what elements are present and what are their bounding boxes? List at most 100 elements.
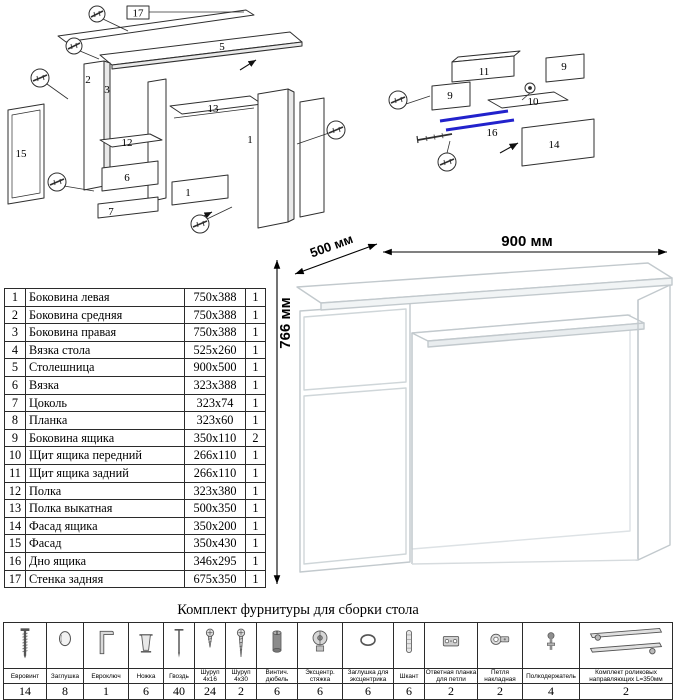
part-qty: 1 xyxy=(245,569,266,589)
screw-callout-icon xyxy=(437,152,457,172)
back-wall-panel xyxy=(57,9,255,43)
assembled-desk-view: 900 мм 500 мм 766 мм xyxy=(273,233,673,584)
hex-key-icon xyxy=(83,622,129,669)
drawer-side-panel-left xyxy=(431,81,471,111)
hw-item-label: Петля накладная xyxy=(477,667,523,685)
part-size: 500x350 xyxy=(184,499,246,518)
part-size: 350x430 xyxy=(184,534,246,553)
hw-item-label: Шкант xyxy=(393,667,425,685)
part-number-labels: 17 5 2 3 13 12 6 7 15 1 1 11 9 9 10 16 1… xyxy=(16,8,568,219)
part-qty: 1 xyxy=(245,534,266,553)
hw-item-qty: 6 xyxy=(256,683,298,700)
far-right-panel xyxy=(299,97,325,218)
dowel-callout-icon xyxy=(524,82,536,94)
part-size: 323x380 xyxy=(184,481,246,501)
part-qty: 1 xyxy=(245,463,266,483)
hw-item-qty: 2 xyxy=(225,683,257,700)
part-size: 350x200 xyxy=(184,516,246,536)
long-screw-icon xyxy=(416,133,453,144)
hw-item-qty: 2 xyxy=(424,683,478,700)
hw-item-qty: 6 xyxy=(297,683,343,700)
hw-icon-row xyxy=(3,622,673,669)
part-qty: 1 xyxy=(245,411,266,430)
part-label: 11 xyxy=(479,66,490,78)
screw-callout-icon xyxy=(65,37,83,55)
hardware-kit-title: Комплект фурнитуры для сборки стола xyxy=(177,602,419,618)
part-name: Боковина средняя xyxy=(25,305,185,325)
nail-icon xyxy=(163,622,195,669)
part-label: 7 xyxy=(108,206,114,218)
part-name: Боковина ящика xyxy=(25,428,185,448)
part-size: 750x388 xyxy=(184,323,246,342)
part-label: 3 xyxy=(104,84,110,96)
exploded-view-diagrams: 17 5 2 3 13 12 6 7 15 1 1 11 9 9 10 16 1… xyxy=(7,5,595,234)
part-label: 16 xyxy=(487,127,499,139)
desk-back-panel xyxy=(411,314,631,550)
hw-item-qty: 14 xyxy=(3,683,47,700)
part-number: 11 xyxy=(4,463,26,483)
hw-item-label: Заглушка для эксцентрика xyxy=(342,667,394,685)
screw-callout-icon xyxy=(88,5,106,23)
part-qty: 1 xyxy=(245,323,266,342)
dimension-lines xyxy=(273,243,667,584)
wood-screw-4x16-icon xyxy=(194,622,226,669)
roller-rails-icon xyxy=(579,622,673,669)
part-size: 350x110 xyxy=(184,428,246,448)
plinth-panel xyxy=(97,196,159,219)
hw-item-label: Заглушка xyxy=(46,667,84,685)
screw-callout-icon xyxy=(326,120,346,140)
part-number: 5 xyxy=(4,358,26,377)
door-panel xyxy=(7,103,45,205)
part-name: Стенка задняя xyxy=(25,569,185,589)
part-name: Цоколь xyxy=(25,393,185,413)
hw-item-label: Эксцентр. стяжка xyxy=(297,667,343,685)
part-size: 323x388 xyxy=(184,375,246,395)
part-label: 6 xyxy=(124,172,130,184)
part-label: 9 xyxy=(561,61,567,73)
shelf-panel xyxy=(99,133,163,148)
desk-door-front xyxy=(303,387,407,565)
hw-item-qty: 6 xyxy=(128,683,164,700)
cam-cap-icon xyxy=(342,622,394,669)
part-qty: 1 xyxy=(245,481,266,501)
part-17-label-box xyxy=(126,5,150,20)
part-qty: 1 xyxy=(245,551,266,571)
screw-callout-icon xyxy=(30,68,50,88)
part-name: Боковина левая xyxy=(25,288,185,307)
part-label: 1 xyxy=(247,134,253,146)
hw-item-label: Комплект роликовых направляющих L=350мм xyxy=(579,667,673,685)
part-name: Полка xyxy=(25,481,185,501)
hw-item-label: Евроключ xyxy=(83,667,129,685)
shelf-pin-icon xyxy=(522,622,580,669)
part-size: 266x110 xyxy=(184,446,246,465)
hw-item-label: Ответная планка для петли xyxy=(424,667,478,685)
part-size: 675x350 xyxy=(184,569,246,589)
part-name: Фасад xyxy=(25,534,185,553)
part-size: 750x388 xyxy=(184,288,246,307)
plug-cap-icon xyxy=(46,622,84,669)
part-name: Столешница xyxy=(25,358,185,377)
right-side-panel xyxy=(257,88,289,229)
part-size: 266x110 xyxy=(184,463,246,483)
part-name: Фасад ящика xyxy=(25,516,185,536)
part-label: 2 xyxy=(85,74,91,86)
part-number: 3 xyxy=(4,323,26,342)
part-qty: 1 xyxy=(245,375,266,395)
drawer-exploded-view xyxy=(416,50,595,167)
part-number: 12 xyxy=(4,481,26,501)
part-label: 14 xyxy=(549,139,561,151)
